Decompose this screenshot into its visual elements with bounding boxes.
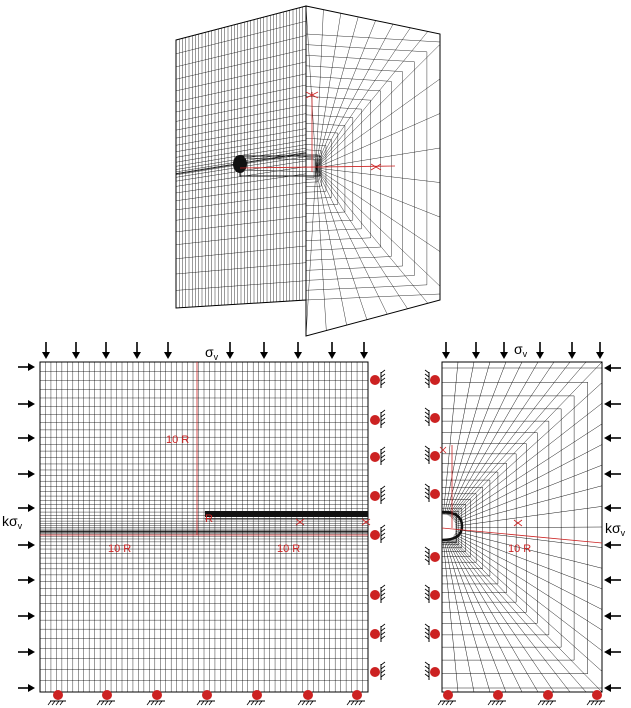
sigma-v-label-left: σv bbox=[205, 344, 219, 362]
down-arrow-icon bbox=[164, 342, 172, 359]
roller-support-icon bbox=[297, 690, 316, 706]
down-arrow-icon bbox=[568, 342, 576, 359]
down-arrow-icon bbox=[328, 342, 336, 359]
k-sigma-v-label-left: kσv bbox=[2, 513, 23, 531]
roller-support-icon bbox=[424, 623, 440, 642]
down-arrow-icon bbox=[72, 342, 80, 359]
cross-section-loads bbox=[442, 342, 621, 692]
tunnel-bore-3d bbox=[233, 155, 321, 177]
roller-support-icon bbox=[586, 690, 605, 706]
roller-support-icon bbox=[487, 690, 506, 706]
down-arrow-icon bbox=[226, 342, 234, 359]
roller-support-icon bbox=[370, 623, 386, 642]
cross-section-mesh bbox=[441, 361, 603, 693]
down-arrow-icon bbox=[500, 342, 508, 359]
ten-r-right-label: 10 R bbox=[277, 543, 300, 555]
sigma-v-label-right: σv bbox=[514, 341, 528, 359]
down-arrow-icon bbox=[360, 342, 368, 359]
right-arrow-icon bbox=[18, 400, 35, 408]
roller-support-icon bbox=[424, 584, 440, 603]
roller-support-icon bbox=[370, 584, 386, 603]
down-arrow-icon bbox=[133, 342, 141, 359]
ten-r-vertical-label: 10 R bbox=[166, 434, 189, 446]
right-arrow-icon bbox=[18, 684, 35, 692]
left-arrow-icon bbox=[604, 576, 621, 584]
down-arrow-icon bbox=[442, 342, 450, 359]
roller-support-icon bbox=[370, 446, 386, 465]
roller-support-icon bbox=[424, 369, 440, 388]
left-arrow-icon bbox=[604, 470, 621, 478]
axes-3d bbox=[239, 91, 396, 172]
mesh-3d-view bbox=[175, 5, 441, 337]
right-arrow-icon bbox=[18, 541, 35, 549]
left-arrow-icon bbox=[604, 400, 621, 408]
down-arrow-icon bbox=[260, 342, 268, 359]
roller-support-icon bbox=[370, 409, 386, 428]
roller-support-icon bbox=[370, 369, 386, 388]
roller-support-icon bbox=[370, 661, 386, 680]
roller-support-icon bbox=[47, 690, 66, 706]
axes-cross bbox=[439, 445, 603, 544]
k-sigma-v-label-right: kσv bbox=[605, 520, 626, 538]
cross-section-supports bbox=[424, 369, 605, 706]
left-arrow-icon bbox=[604, 434, 621, 442]
roller-support-icon bbox=[196, 690, 215, 706]
left-arrow-icon bbox=[604, 541, 621, 549]
longitudinal-mesh bbox=[39, 361, 369, 693]
right-arrow-icon bbox=[18, 470, 35, 478]
left-arrow-icon bbox=[604, 504, 621, 512]
roller-support-icon bbox=[346, 690, 365, 706]
radius-label: R bbox=[205, 513, 213, 525]
roller-support-icon bbox=[424, 661, 440, 680]
right-arrow-icon bbox=[18, 363, 35, 371]
roller-support-icon bbox=[537, 690, 556, 706]
longitudinal-supports bbox=[47, 369, 386, 706]
down-arrow-icon bbox=[42, 342, 50, 359]
roller-support-icon bbox=[424, 445, 440, 464]
down-arrow-icon bbox=[102, 342, 110, 359]
axes-longitudinal bbox=[40, 362, 371, 536]
down-arrow-icon bbox=[472, 342, 480, 359]
longitudinal-loads bbox=[18, 342, 368, 692]
roller-support-icon bbox=[370, 485, 386, 504]
down-arrow-icon bbox=[294, 342, 302, 359]
left-arrow-icon bbox=[604, 364, 621, 372]
right-arrow-icon bbox=[18, 612, 35, 620]
down-arrow-icon bbox=[536, 342, 544, 359]
mesh-3d-front-face bbox=[175, 5, 307, 309]
left-arrow-icon bbox=[604, 648, 621, 656]
mesh-longitudinal-section: 10 R 10 R 10 R R σv kσv bbox=[2, 342, 386, 706]
left-arrow-icon bbox=[604, 684, 621, 692]
mesh-3d-side-face bbox=[305, 5, 441, 337]
right-arrow-icon bbox=[18, 434, 35, 442]
roller-support-icon bbox=[424, 483, 440, 502]
roller-support-icon bbox=[424, 407, 440, 426]
roller-support-icon bbox=[146, 690, 165, 706]
mesh-cross-section: 10 R σv kσv bbox=[424, 341, 626, 706]
ten-r-cross-label: 10 R bbox=[508, 543, 531, 555]
roller-support-icon bbox=[370, 524, 386, 543]
roller-support-icon bbox=[96, 690, 115, 706]
left-arrow-icon bbox=[604, 612, 621, 620]
roller-support-icon bbox=[246, 690, 265, 706]
down-arrow-icon bbox=[596, 342, 604, 359]
ten-r-left-label: 10 R bbox=[108, 543, 131, 555]
roller-support-icon bbox=[437, 690, 456, 706]
tunnel-bore-longitudinal bbox=[205, 511, 368, 520]
roller-support-icon bbox=[424, 546, 440, 565]
right-arrow-icon bbox=[18, 504, 35, 512]
right-arrow-icon bbox=[18, 576, 35, 584]
right-arrow-icon bbox=[18, 648, 35, 656]
